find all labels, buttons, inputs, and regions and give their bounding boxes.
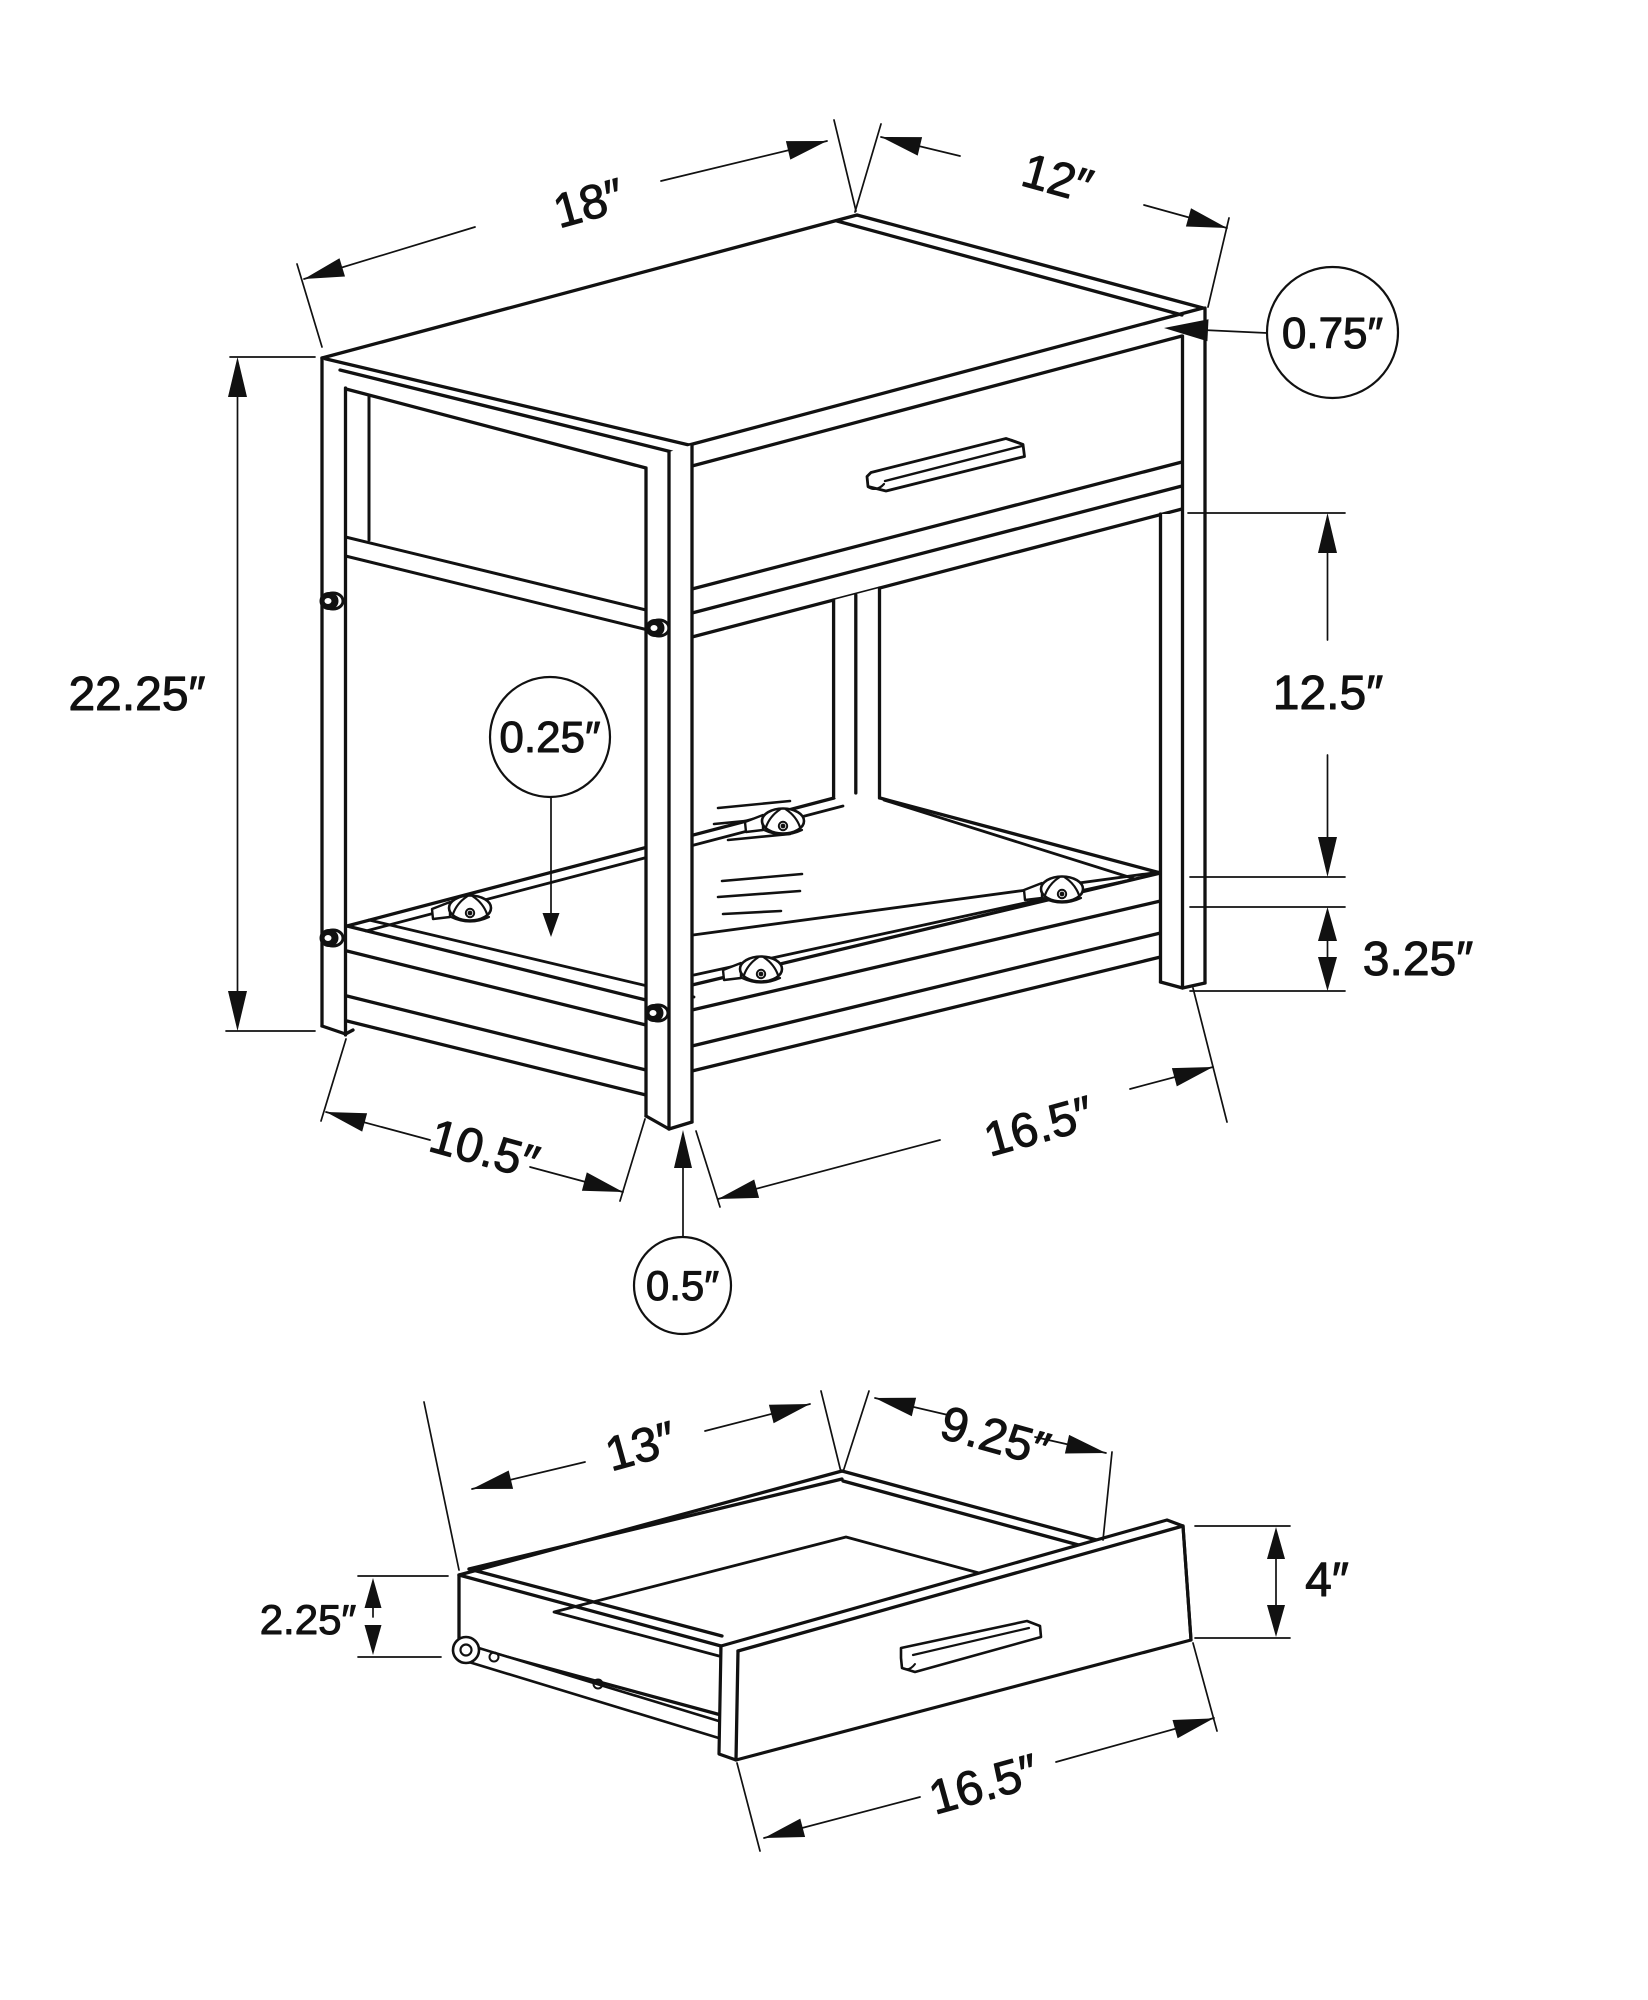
svg-text:4″: 4″ (1305, 1554, 1349, 1607)
svg-text:3.25″: 3.25″ (1363, 933, 1473, 986)
svg-text:22.25″: 22.25″ (68, 668, 205, 721)
svg-text:0.75″: 0.75″ (1282, 309, 1383, 358)
svg-text:12.5″: 12.5″ (1273, 667, 1383, 720)
svg-text:0.25″: 0.25″ (499, 713, 600, 762)
svg-text:2.25″: 2.25″ (260, 1596, 357, 1643)
svg-text:9.25″: 9.25″ (935, 1397, 1056, 1478)
svg-text:0.5″: 0.5″ (646, 1262, 719, 1309)
